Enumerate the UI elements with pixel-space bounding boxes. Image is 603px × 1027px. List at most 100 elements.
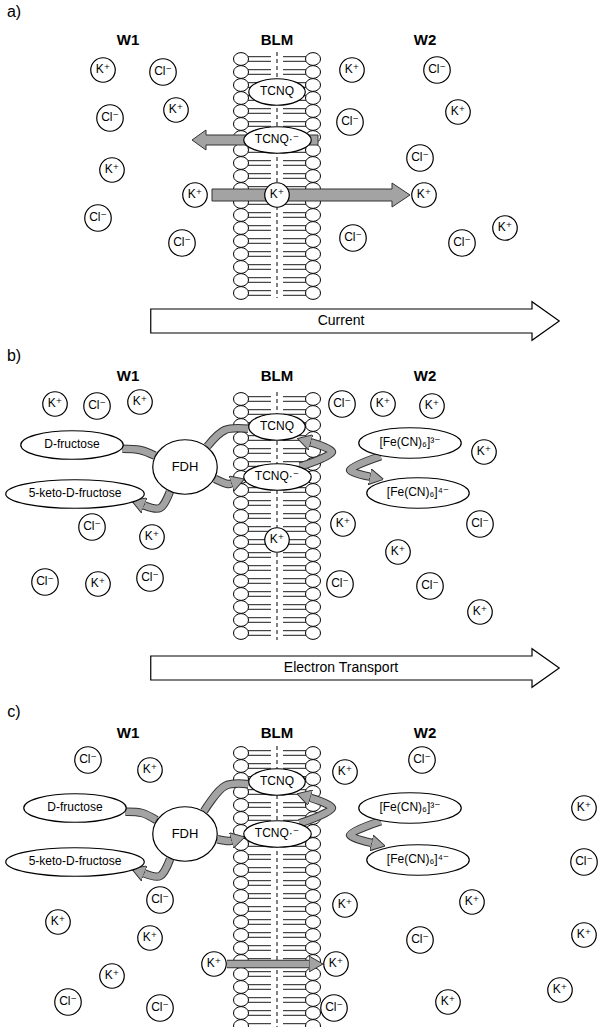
lipid-tail bbox=[248, 911, 271, 912]
chloride-ion: Cl⁻ bbox=[448, 229, 476, 257]
lipid-head bbox=[306, 235, 321, 248]
arrow-body bbox=[299, 798, 332, 824]
arrow-outline bbox=[215, 479, 231, 484]
ellipse-outline bbox=[436, 990, 461, 1015]
molecule-ellipse: [Fe(CN)₆]⁴⁻ bbox=[366, 844, 470, 876]
node-text: TCNQ·⁻ bbox=[255, 133, 299, 146]
lipid-head bbox=[234, 942, 249, 955]
molecule-ellipse: D-fructose bbox=[20, 430, 124, 460]
lipid-head bbox=[234, 916, 249, 929]
potassium-ion: K⁺ bbox=[571, 795, 597, 821]
region-label: BLM bbox=[261, 725, 294, 742]
molecule-ellipse: TCNQ·⁻ bbox=[243, 820, 312, 848]
molecule-ellipse: TCNQ·⁻ bbox=[243, 126, 312, 154]
lipid-head bbox=[306, 92, 321, 105]
lipid-tail bbox=[283, 937, 306, 938]
lipid-tail bbox=[248, 867, 271, 868]
lipid-head bbox=[234, 994, 249, 1007]
reaction-arrow bbox=[350, 821, 381, 843]
lipid-head bbox=[234, 588, 249, 601]
reaction-arrow bbox=[144, 492, 170, 509]
node-text: K⁺ bbox=[105, 163, 119, 176]
lipid-tail bbox=[283, 609, 306, 610]
lipid-tail bbox=[248, 396, 271, 397]
lipid-head bbox=[234, 614, 249, 627]
chloride-ion: Cl⁻ bbox=[423, 56, 451, 84]
node-text: Cl⁻ bbox=[151, 893, 169, 906]
chloride-ion: Cl⁻ bbox=[466, 510, 494, 538]
lipid-tail bbox=[283, 160, 306, 161]
ellipse-outline bbox=[147, 995, 174, 1022]
lipid-tail bbox=[283, 121, 306, 122]
molecule-ellipse: [Fe(CN)₆]³⁻ bbox=[358, 427, 462, 459]
lipid-head bbox=[234, 877, 249, 890]
lipid-head bbox=[306, 916, 321, 929]
lipid-tail bbox=[248, 768, 271, 769]
lipid-head bbox=[306, 549, 321, 562]
panel-label: b) bbox=[7, 347, 21, 365]
arrow-body bbox=[350, 456, 381, 476]
block-arrow: Current bbox=[150, 301, 560, 341]
lipid-tail bbox=[248, 958, 271, 959]
lipid-tail bbox=[283, 243, 306, 244]
ellipse-outline bbox=[333, 893, 358, 918]
lipid-head bbox=[306, 968, 321, 981]
chloride-ion: Cl⁻ bbox=[406, 144, 434, 172]
lipid-tail bbox=[283, 630, 306, 631]
lipid-tail bbox=[248, 282, 271, 283]
molecule-ellipse: TCNQ·⁻ bbox=[243, 463, 312, 491]
lipid-tail bbox=[248, 898, 271, 899]
arrow-outline bbox=[207, 428, 248, 446]
lipid-tail bbox=[283, 617, 306, 618]
ellipse-outline bbox=[147, 887, 174, 914]
chloride-ion: Cl⁻ bbox=[320, 994, 348, 1022]
node-text: Cl⁻ bbox=[141, 571, 159, 584]
node-text: K⁺ bbox=[105, 969, 119, 982]
lipid-head bbox=[234, 274, 249, 287]
lipid-head bbox=[234, 968, 249, 981]
lipid-tail bbox=[283, 604, 306, 605]
lipid-tail bbox=[248, 1002, 271, 1003]
lipid-tail bbox=[283, 269, 306, 270]
ellipse-outline bbox=[324, 952, 349, 977]
lipid-tail bbox=[248, 924, 271, 925]
lipid-tail bbox=[248, 56, 271, 57]
potassium-ion: K⁺ bbox=[467, 599, 493, 625]
node-text: K⁺ bbox=[329, 957, 343, 970]
lipid-head bbox=[234, 562, 249, 575]
ellipse-outline bbox=[371, 392, 396, 417]
lipid-head bbox=[234, 105, 249, 118]
arrow-body bbox=[144, 492, 170, 509]
arrow-outline bbox=[227, 960, 309, 969]
node-text: K⁺ bbox=[451, 105, 465, 118]
lipid-tail bbox=[283, 924, 306, 925]
lipid-head bbox=[234, 812, 249, 825]
lipid-head bbox=[234, 53, 249, 66]
molecule-ellipse: [Fe(CN)₆]⁴⁻ bbox=[366, 477, 470, 509]
lipid-tail bbox=[248, 802, 271, 803]
molecule-ellipse: [Fe(CN)₆]³⁻ bbox=[358, 792, 462, 824]
lipid-tail bbox=[248, 290, 271, 291]
chloride-ion: Cl⁻ bbox=[136, 564, 164, 592]
ellipse-outline bbox=[265, 528, 290, 553]
lipid-tail bbox=[248, 565, 271, 566]
node-text: K⁺ bbox=[498, 221, 512, 234]
ellipse-outline bbox=[412, 183, 437, 208]
potassium-ion: K⁺ bbox=[139, 524, 165, 550]
lipid-head bbox=[234, 864, 249, 877]
node-text: K⁺ bbox=[425, 399, 439, 412]
lipid-tail bbox=[283, 448, 306, 449]
node-text: Cl⁻ bbox=[331, 577, 349, 590]
lipid-head bbox=[234, 248, 249, 261]
lipid-head bbox=[234, 157, 249, 170]
arrow-outline bbox=[125, 812, 156, 820]
block-arrow-outline bbox=[151, 302, 560, 341]
lipid-tail bbox=[248, 505, 271, 506]
lipid-head bbox=[234, 760, 249, 773]
lipid-head bbox=[306, 614, 321, 627]
lipid-tail bbox=[248, 453, 271, 454]
lipid-tail bbox=[248, 976, 271, 977]
lipid-tail bbox=[283, 578, 306, 579]
lipid-tail bbox=[283, 61, 306, 62]
ellipse-outline bbox=[460, 890, 485, 915]
